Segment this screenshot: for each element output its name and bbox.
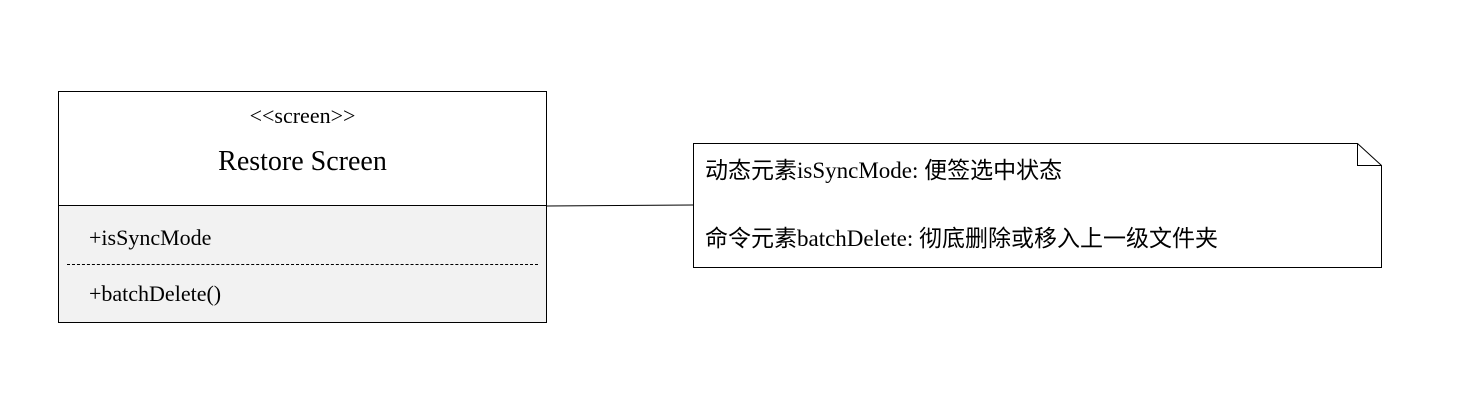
class-restore-screen[interactable]: <<screen>> Restore Screen +isSyncMode +b… xyxy=(58,91,547,323)
note-shape xyxy=(693,143,1382,268)
member-divider xyxy=(67,264,538,265)
note-text-line-1: 动态元素isSyncMode: 便签选中状态 xyxy=(705,158,1063,183)
class-stereotype: <<screen>> xyxy=(249,103,356,128)
class-name: Restore Screen xyxy=(218,146,387,177)
class-operation: +batchDelete() xyxy=(89,281,222,306)
class-header: <<screen>> Restore Screen xyxy=(59,92,546,206)
class-members-compartment: +isSyncMode +batchDelete() xyxy=(59,206,546,322)
note-text-line-2: 命令元素batchDelete: 彻底删除或移入上一级文件夹 xyxy=(705,226,1218,251)
class-attribute: +isSyncMode xyxy=(89,225,212,250)
note-connector-line xyxy=(545,204,694,207)
note-folded-corner xyxy=(1357,143,1382,166)
